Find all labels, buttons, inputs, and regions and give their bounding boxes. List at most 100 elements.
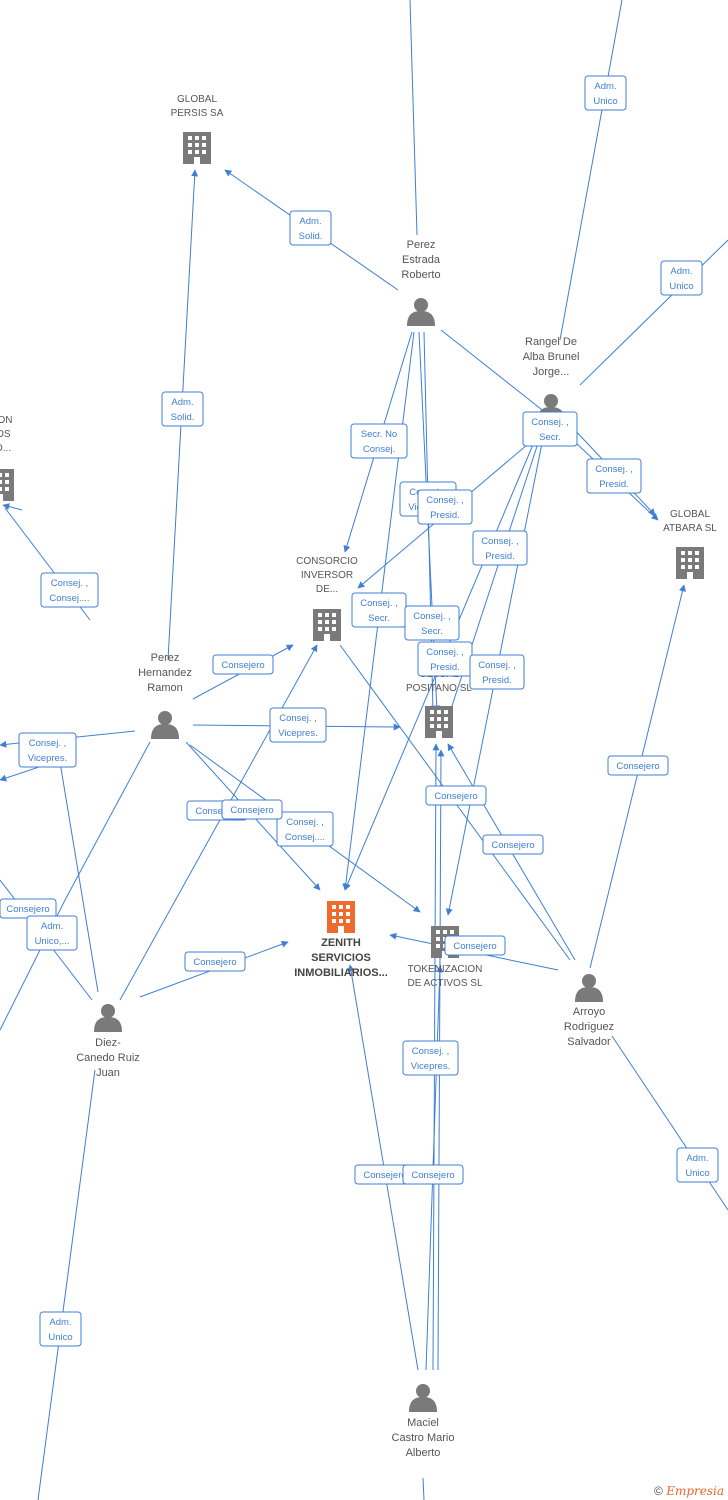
node-label-line: Diez- [95,1037,121,1049]
edge-label[interactable]: Consej. ,Secr. [404,605,460,641]
node-label-line: Roberto [401,269,440,281]
brand-logo[interactable]: Empresia [666,1484,724,1498]
edge-label[interactable]: Consej. ,Secr. [351,592,407,628]
edge-label[interactable]: Consejero [425,785,487,806]
edge-label-text: Consej. , [412,1046,450,1057]
node-label-line: Alberto [406,1447,441,1459]
edge-label-text: Consej. , [279,713,317,724]
edge-label[interactable]: Consej. , Vicepres. [402,1040,459,1076]
node-label-line: CONSORCIO [296,556,358,567]
node-label-line: Estrada [402,254,441,266]
edge-label[interactable]: Consej. ,Secr. [522,411,578,447]
edge-label-text: Consej. , [595,464,633,475]
person-icon [94,1004,122,1032]
edge-label-text: Consej.... [49,593,89,604]
edge-label[interactable]: Consej. , Presid. [469,654,525,690]
node-label-line: CION [0,415,13,426]
relationship-edge [409,0,418,236]
edge-label-text: Adm. [41,921,63,932]
edge-label[interactable]: Consejero [221,799,283,820]
edge-label[interactable]: Adm.Solid. [289,210,332,246]
edge-label[interactable]: Consej. , Presid. [586,458,642,494]
edge-label-text: Consej. , [478,660,516,671]
edge-label[interactable]: Consejero [402,1164,464,1185]
edge-label[interactable]: Adm.Unico [39,1311,82,1347]
node-label-line: INMOBILIARIOS... [294,967,388,979]
building-icon [327,901,355,933]
edge-label-text: Consej. , [286,817,324,828]
edge-label[interactable]: Consejero [212,654,274,675]
edge-label[interactable]: Consejero [0,898,57,919]
relationship-edge [2,503,23,511]
building-icon [425,706,453,738]
edge-label-text: Solid. [299,231,323,242]
edge-label[interactable]: Consej. ,Presid. [417,489,473,525]
node-label-line: Juan [96,1067,120,1079]
copyright-symbol: © [654,1484,663,1498]
node-cion-vos[interactable]: CIONVOSAD... [0,415,14,501]
edge-label-text: Presid. [599,479,629,490]
edge-label[interactable]: Consej. , Consej.... [40,572,99,608]
edge-label[interactable]: Adm.Solid. [161,391,204,427]
edge-label[interactable]: Adm.Unico [676,1147,719,1183]
edge-label[interactable]: Consejero [607,755,669,776]
edge-label-text: Consej. , [426,647,464,658]
edge-label[interactable]: Consej. ,Vicepres. [18,732,77,768]
relationship-edge [611,1035,728,1211]
edge-label-text: Secr. [539,432,561,443]
edge-label-text: Consej. , [426,495,464,506]
node-label-line: Ramon [147,682,182,694]
edge-label-text: Consej. [363,444,395,455]
edge-label-text: Consej. , [413,611,451,622]
edge-label-text: Adm. [594,81,616,92]
edge-label-text: Presid. [482,675,512,686]
building-icon [0,469,14,501]
edge-label-text: Consej. , [51,578,89,589]
edge-label[interactable]: Consej. ,Vicepres. [269,707,327,743]
edge-label[interactable]: Consej. ,Presid. [472,530,528,566]
node-label-line: Perez [151,652,180,664]
node-label-line: Rodriguez [564,1021,614,1033]
edge-label-text: Consej.... [285,832,325,843]
edge-label-text: Consejero [434,791,477,802]
node-label-line: INVERSOR [301,570,353,581]
node-label-line: Perez [407,239,436,251]
node-label-line: ZENITH [321,937,361,949]
node-zenith[interactable]: ZENITHSERVICIOSINMOBILIARIOS... [294,901,388,979]
edge-labels: Adm.UnicoAdm.Solid.Adm.UnicoAdm.Solid.Se… [0,75,719,1347]
node-consorcio[interactable]: CONSORCIOINVERSORDE... [296,556,358,641]
node-global-positano[interactable]: GLOBALPOSITANO SL [406,669,472,738]
node-label-line: DE ACTIVOS SL [407,978,482,989]
node-label-line: Arroyo [573,1006,605,1018]
node-label-line: GLOBAL [670,509,710,520]
edge-label-text: Vicepres. [411,1061,450,1072]
edge-label[interactable]: Consej. ,Presid. [417,641,473,677]
edge-label[interactable]: Adm. Unico [584,75,627,111]
edge-label[interactable]: Consejero [482,834,544,855]
copyright-footer: © Empresia [654,1484,724,1498]
edge-label[interactable]: Consejero [184,951,246,972]
building-icon [313,609,341,641]
edge-label[interactable]: Consej. , Consej.... [276,811,334,847]
node-label-line: GLOBAL [177,94,217,105]
edge-label-text: Adm. [686,1153,708,1164]
node-label-line: Hernandez [138,667,192,679]
relationship-edge [579,239,728,386]
edge-label[interactable]: Consejero [444,935,506,956]
edge-label-text: Consejero [230,805,273,816]
edge-label-text: Unico [593,96,617,107]
edge-label-text: Consej. , [360,598,398,609]
edge-label[interactable]: Adm.Unico [660,260,703,296]
edge-label[interactable]: Adm.Unico,... [26,915,78,951]
